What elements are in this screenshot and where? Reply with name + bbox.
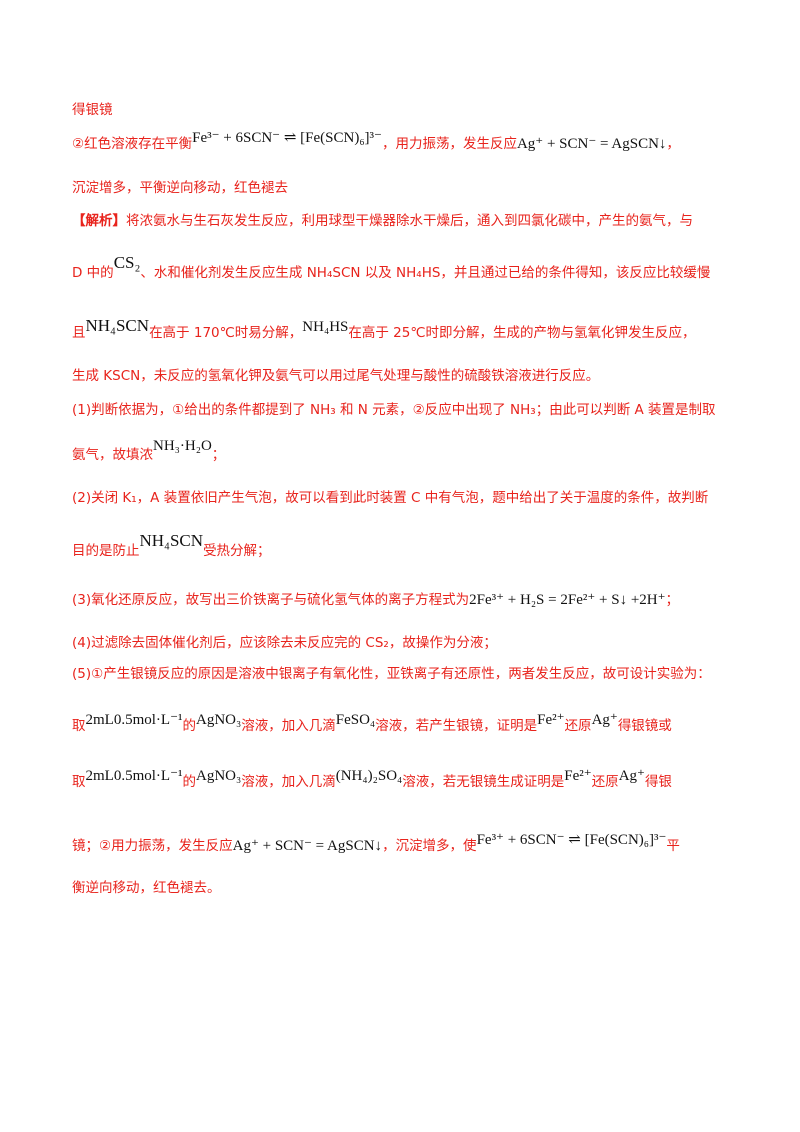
text: 在高于 170℃时易分解， bbox=[149, 325, 303, 341]
text: 得银镜 bbox=[72, 102, 113, 118]
equation: 2mL0.5mol·L⁻¹ bbox=[85, 768, 183, 784]
equation: Fe²⁺ bbox=[537, 712, 565, 728]
text: ，沉淀增多，使 bbox=[382, 838, 477, 854]
text: 溶液，若无银镜生成证明是 bbox=[402, 774, 565, 790]
text-line: D 中的CS₂、水和催化剂发生反应生成 NH₄SCN 以及 NH₄HS，并且通过… bbox=[72, 253, 740, 283]
text-line: 衡逆向移动，红色褪去。 bbox=[72, 878, 740, 898]
text: 溶液，加入几滴 bbox=[241, 774, 336, 790]
equation: CS₂ bbox=[113, 253, 141, 272]
equation: NH₃·H₂O bbox=[153, 438, 212, 454]
equation: FeSO₄ bbox=[335, 712, 376, 728]
text-line: 生成 KSCN，未反应的氢氧化钾及氨气可以用过尾气处理与酸性的硫酸铁溶液进行反应… bbox=[72, 366, 740, 386]
text: ②红色溶液存在平衡 bbox=[72, 136, 193, 152]
text: 得银镜或 bbox=[617, 718, 672, 734]
text: 的 bbox=[182, 718, 197, 734]
text: (5)①产生银镜反应的原因是溶液中银离子有氧化性，亚铁离子有还原性，两者发生反应… bbox=[72, 666, 711, 682]
text: 受热分解； bbox=[203, 543, 271, 559]
text-line: (4)过滤除去固体催化剂后，应该除去未反应完的 CS₂，故操作为分液； bbox=[72, 633, 740, 653]
text: 将浓氨水与生石灰发生反应，利用球型干燥器除水干燥后，通入到四氯化碳中，产生的氨气… bbox=[126, 213, 693, 229]
text: 目的是防止 bbox=[72, 543, 140, 559]
equation: (NH₄)₂SO₄ bbox=[335, 768, 403, 784]
text: 溶液，加入几滴 bbox=[241, 718, 336, 734]
text: (2)关闭 K₁，A 装置依旧产生气泡，故可以看到此时装置 C 中有气泡，题中给… bbox=[72, 490, 709, 506]
text: 还原 bbox=[564, 718, 592, 734]
text: ； bbox=[665, 592, 680, 608]
text: 衡逆向移动，红色褪去。 bbox=[72, 880, 221, 896]
text-line: 氨气，故填浓NH₃·H₂O； bbox=[72, 438, 740, 465]
text: 溶液，若产生银镜，证明是 bbox=[375, 718, 538, 734]
equation: Fe³⁺ + 6SCN⁻ ⇌ [Fe(SCN)₆]³⁻ bbox=[476, 832, 667, 848]
text: ； bbox=[211, 447, 226, 463]
equation: AgNO₃ bbox=[196, 712, 242, 728]
text: (4)过滤除去固体催化剂后，应该除去未反应完的 CS₂，故操作为分液； bbox=[72, 635, 497, 651]
text: (1)判断依据为，①给出的条件都提到了 NH₃ 和 N 元素，②反应中出现了 N… bbox=[72, 402, 716, 418]
text: (3)氧化还原反应，故写出三价铁离子与硫化氢气体的离子方程式为 bbox=[72, 592, 470, 608]
text: 、水和催化剂发生反应生成 NH₄SCN 以及 NH₄HS，并且通过已给的条件得知… bbox=[140, 265, 711, 281]
text-line: (1)判断依据为，①给出的条件都提到了 NH₃ 和 N 元素，②反应中出现了 N… bbox=[72, 400, 740, 420]
text-line: (3)氧化还原反应，故写出三价铁离子与硫化氢气体的离子方程式为2Fe³⁺ + H… bbox=[72, 590, 740, 610]
text: 平 bbox=[666, 838, 680, 854]
text-line: 取2mL0.5mol·L⁻¹的AgNO₃溶液，加入几滴(NH₄)₂SO₄溶液，若… bbox=[72, 768, 740, 792]
text-line: 取2mL0.5mol·L⁻¹的AgNO₃溶液，加入几滴FeSO₄溶液，若产生银镜… bbox=[72, 712, 740, 736]
equation: 2Fe³⁺ + H₂S = 2Fe²⁺ + S↓ +2H⁺ bbox=[469, 592, 666, 608]
text-line: (2)关闭 K₁，A 装置依旧产生气泡，故可以看到此时装置 C 中有气泡，题中给… bbox=[72, 488, 740, 508]
text-line: 【解析】将浓氨水与生石灰发生反应，利用球型干燥器除水干燥后，通入到四氯化碳中，产… bbox=[72, 211, 740, 231]
equation: Ag⁺ bbox=[618, 768, 645, 784]
equation: 2mL0.5mol·L⁻¹ bbox=[85, 712, 183, 728]
text-line: 得银镜 bbox=[72, 100, 740, 120]
text-line: ②红色溶液存在平衡Fe³⁻ + 6SCN⁻ ⇌ [Fe(SCN)₆]³⁻，用力振… bbox=[72, 130, 740, 154]
text: 还原 bbox=[591, 774, 619, 790]
equation: Ag⁺ + SCN⁻ = AgSCN↓ bbox=[516, 136, 667, 152]
text: 取 bbox=[72, 774, 86, 790]
text: 且 bbox=[72, 325, 86, 341]
text: ，用力振荡，发生反应 bbox=[381, 136, 517, 152]
text: 生成 KSCN，未反应的氢氧化钾及氨气可以用过尾气处理与酸性的硫酸铁溶液进行反应… bbox=[72, 368, 600, 384]
text: 得银 bbox=[644, 774, 672, 790]
equation: Fe²⁺ bbox=[564, 768, 592, 784]
text: 取 bbox=[72, 718, 86, 734]
text: 氨气，故填浓 bbox=[72, 447, 153, 463]
analysis-tag: 【解析】 bbox=[72, 213, 126, 229]
equation: NH₄HS bbox=[302, 319, 349, 335]
text: 在高于 25℃时即分解，生成的产物与氢氧化钾发生反应， bbox=[348, 325, 696, 341]
equation: NH₄SCN bbox=[139, 531, 204, 550]
text-line: 镜；②用力振荡，发生反应Ag⁺ + SCN⁻ = AgSCN↓，沉淀增多，使Fe… bbox=[72, 832, 740, 856]
equation: AgNO₃ bbox=[196, 768, 242, 784]
text-line: 沉淀增多，平衡逆向移动，红色褪去 bbox=[72, 178, 740, 198]
text: D 中的 bbox=[72, 265, 114, 281]
text-line: 且NH₄SCN在高于 170℃时易分解，NH₄HS在高于 25℃时即分解，生成的… bbox=[72, 316, 740, 343]
equation: Ag⁺ bbox=[591, 712, 618, 728]
equation: Ag⁺ + SCN⁻ = AgSCN↓ bbox=[232, 838, 383, 854]
equation: Fe³⁻ + 6SCN⁻ ⇌ [Fe(SCN)₆]³⁻ bbox=[192, 130, 382, 146]
text: 沉淀增多，平衡逆向移动，红色褪去 bbox=[72, 180, 288, 196]
text-line: (5)①产生银镜反应的原因是溶液中银离子有氧化性，亚铁离子有还原性，两者发生反应… bbox=[72, 664, 740, 684]
text-line: 目的是防止NH₄SCN受热分解； bbox=[72, 531, 740, 561]
text: ， bbox=[666, 136, 680, 152]
equation: NH₄SCN bbox=[85, 316, 150, 335]
text: 镜；②用力振荡，发生反应 bbox=[72, 838, 233, 854]
text: 的 bbox=[182, 774, 197, 790]
